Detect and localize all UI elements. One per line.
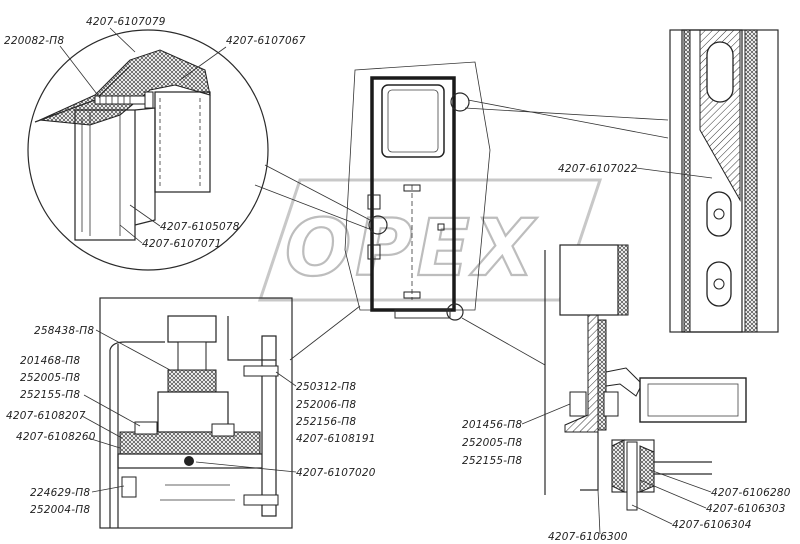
label-201456-p8: 201456-П8 [462, 419, 522, 431]
label-4207-6105078: 4207-6105078 [160, 221, 240, 233]
detail-circle-top [27, 29, 269, 271]
door-main-view [344, 61, 491, 321]
leader-lines [254, 99, 669, 366]
detail-right-profile [669, 29, 779, 333]
label-252006-p8: 252006-П8 [296, 399, 356, 411]
label-224629-p8: 224629-П8 [30, 487, 90, 499]
label-4207-6108191: 4207-6108191 [296, 433, 376, 445]
label-4207-6106304: 4207-6106304 [672, 519, 752, 531]
label-250312-p8: 250312-П8 [296, 381, 356, 393]
label-4207-6106280: 4207-6106280 [711, 487, 791, 499]
label-252005-p8-b: 252005-П8 [462, 437, 522, 449]
label-4207-6108207: 4207-6108207 [6, 410, 86, 422]
label-4207-6107022: 4207-6107022 [558, 163, 638, 175]
label-4207-6107067: 4207-6107067 [226, 35, 306, 47]
label-4207-6106303: 4207-6106303 [706, 503, 786, 515]
label-4207-6107079: 4207-6107079 [86, 16, 166, 28]
label-252155-p8-b: 252155-П8 [462, 455, 522, 467]
label-252155-p8-a: 252155-П8 [20, 389, 80, 401]
label-4207-6108260: 4207-6108260 [16, 431, 96, 443]
label-252005-p8-a: 252005-П8 [20, 372, 80, 384]
label-201468-p8: 201468-П8 [20, 355, 80, 367]
label-4207-6106300: 4207-6106300 [548, 531, 628, 543]
detail-bottom-left-hinge [99, 297, 293, 529]
watermark-text: OPEX [285, 204, 538, 294]
detail-bottom-right-section [544, 244, 747, 511]
label-252156-p8: 252156-П8 [296, 416, 356, 428]
label-258438-p8: 258438-П8 [34, 325, 94, 337]
callout-labels: 4207-6107079 220082-П8 4207-6107067 4207… [4, 16, 791, 543]
label-220082-p8: 220082-П8 [4, 35, 64, 47]
label-4207-6107020: 4207-6107020 [296, 467, 376, 479]
label-4207-6107071: 4207-6107071 [142, 238, 222, 250]
watermark-logo: OPEX [257, 178, 603, 302]
label-252004-p8: 252004-П8 [30, 504, 90, 516]
